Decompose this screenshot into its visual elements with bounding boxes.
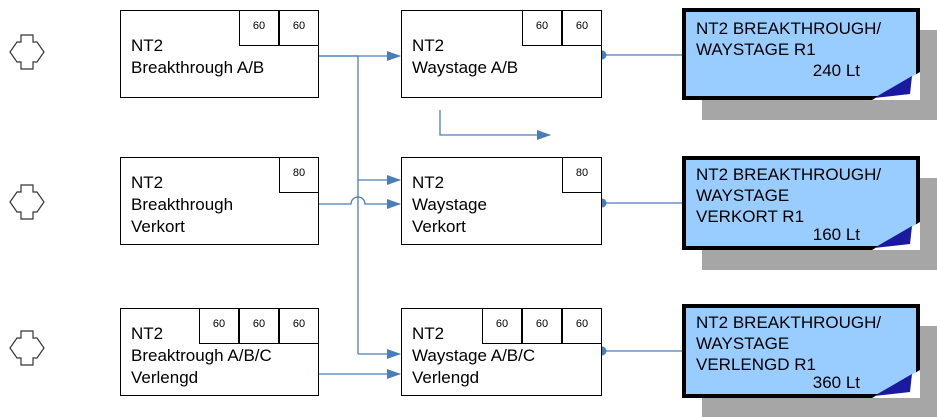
note-title: NT2 BREAKTHROUGH/ WAYSTAGE R1 — [696, 19, 882, 59]
note-title: NT2 BREAKTHROUGH/ WAYSTAGE VERKORT R1 — [696, 165, 882, 226]
page-curl-icon — [872, 370, 920, 398]
connector-verkort — [318, 196, 401, 209]
score-cell: 60 — [199, 308, 239, 344]
page-curl-icon — [872, 222, 920, 250]
score-cell: 60 — [522, 308, 562, 344]
result-note-r1[interactable]: NT2 BREAKTHROUGH/ WAYSTAGE R1 240 Lt — [682, 8, 920, 100]
source-label: NT2 Breaktrough A/B/C Verlengd — [131, 324, 272, 387]
move-cross-icon — [9, 34, 45, 70]
score-cell: 80 — [562, 157, 602, 193]
connector-trunk — [318, 55, 359, 354]
result-note-verlengd-r1[interactable]: NT2 BREAKTHROUGH/ WAYSTAGE VERLENGD R1 3… — [682, 304, 920, 398]
note-amount: 240 Lt — [812, 61, 860, 80]
target-label: NT2 Waystage A/B — [412, 36, 519, 77]
note-amount: 360 Lt — [812, 373, 860, 392]
source-box-breakthrough-verkort[interactable]: 80 NT2 Breakthrough Verkort — [120, 157, 319, 245]
target-label: NT2 Waystage Verkort — [412, 173, 487, 236]
result-note-verkort-r1[interactable]: NT2 BREAKTHROUGH/ WAYSTAGE VERKORT R1 16… — [682, 156, 920, 250]
target-box-waystage-verkort[interactable]: 80 NT2 Waystage Verkort — [401, 157, 602, 245]
score-cell: 60 — [279, 308, 319, 344]
move-cross-icon — [9, 330, 45, 366]
score-cell: 60 — [562, 10, 602, 46]
score-cell: 60 — [279, 10, 319, 46]
connector-extra — [439, 110, 551, 140]
score-cell: 60 — [482, 308, 522, 344]
source-box-breakthrough-ab[interactable]: 60 60 NT2 Breakthrough A/B — [120, 10, 319, 98]
score-cell: 60 — [239, 308, 279, 344]
score-cell: 60 — [562, 308, 602, 344]
note-amount: 160 Lt — [812, 225, 860, 244]
score-cell: 60 — [239, 10, 279, 46]
source-label: NT2 Breakthrough Verkort — [131, 173, 234, 236]
target-box-waystage-abc-verlengd[interactable]: 60 60 60 NT2 Waystage A/B/C Verlengd — [401, 308, 602, 396]
source-label: NT2 Breakthrough A/B — [131, 36, 265, 77]
move-cross-icon — [9, 184, 45, 220]
target-label: NT2 Waystage A/B/C Verlengd — [412, 324, 536, 387]
source-box-breaktrough-abc-verlengd[interactable]: 60 60 60 NT2 Breaktrough A/B/C Verlengd — [120, 308, 319, 396]
page-curl-icon — [872, 72, 920, 100]
target-box-waystage-ab[interactable]: 60 60 NT2 Waystage A/B — [401, 10, 602, 98]
score-cell: 80 — [279, 157, 319, 193]
score-cell: 60 — [522, 10, 562, 46]
note-title: NT2 BREAKTHROUGH/ WAYSTAGE VERLENGD R1 — [696, 313, 882, 374]
